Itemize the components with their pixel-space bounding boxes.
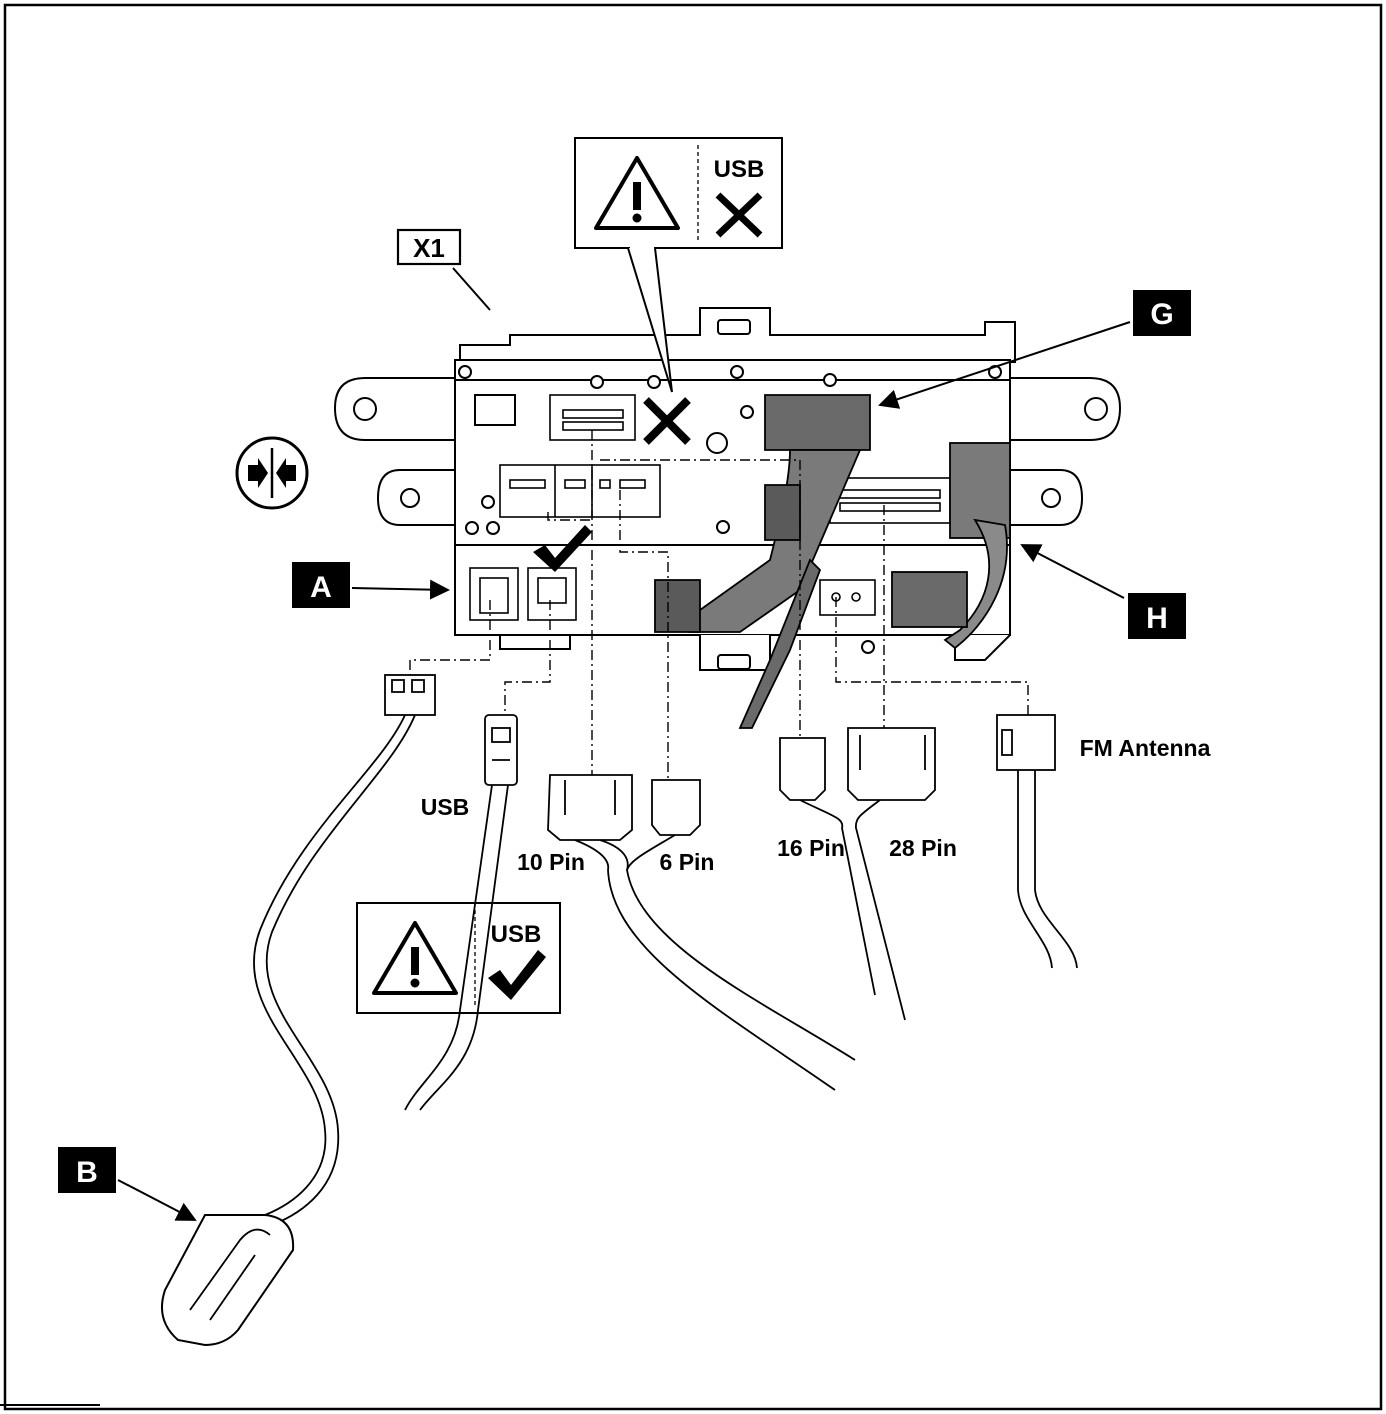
cross-icon bbox=[715, 192, 763, 238]
callout-h-label: H bbox=[1146, 602, 1168, 635]
warning-bottom-label: USB bbox=[491, 921, 542, 948]
check-icon bbox=[488, 950, 546, 1000]
connector-28pin-socket bbox=[829, 477, 951, 524]
connector-block-left bbox=[499, 464, 661, 518]
warning-triangle-icon bbox=[594, 156, 680, 230]
fm-plug bbox=[996, 714, 1056, 771]
callout-g-label: G bbox=[1150, 298, 1173, 331]
callout-g: G bbox=[878, 290, 1191, 409]
label-6-pin: 6 Pin bbox=[660, 849, 715, 875]
fm-socket bbox=[819, 579, 876, 616]
harness-16-28-pin bbox=[779, 727, 936, 1021]
warning-triangle-icon bbox=[372, 921, 458, 995]
plug-28pin bbox=[847, 727, 936, 801]
warning-top-label: USB bbox=[714, 156, 765, 183]
cross-icon bbox=[643, 397, 691, 445]
label-16-pin: 16 Pin bbox=[777, 835, 845, 861]
usb-cable bbox=[404, 714, 518, 1111]
fm-antenna-cable bbox=[996, 714, 1078, 969]
warning-box-bottom: USB bbox=[356, 902, 561, 1014]
callout-x1: X1 bbox=[396, 228, 491, 311]
screws bbox=[458, 365, 1002, 654]
label-fm-antenna: FM Antenna bbox=[1080, 735, 1211, 761]
callout-a: A bbox=[292, 562, 450, 608]
gps-puck bbox=[161, 1214, 295, 1347]
press-together-icon bbox=[235, 436, 309, 510]
usb-plug bbox=[484, 714, 518, 786]
label-10-pin: 10 Pin bbox=[517, 849, 585, 875]
callout-x1-label: X1 bbox=[413, 233, 445, 263]
warning-box-top: USB bbox=[574, 137, 783, 393]
plug-10pin bbox=[547, 774, 633, 841]
plug-16pin bbox=[779, 737, 826, 801]
callout-h: H bbox=[1020, 544, 1186, 639]
harness-10-6-pin bbox=[547, 774, 856, 1091]
corner-bar bbox=[0, 1404, 100, 1406]
label-28-pin: 28 Pin bbox=[889, 835, 957, 861]
harness-h bbox=[891, 442, 1011, 650]
callout-b: B bbox=[58, 1147, 197, 1221]
check-icon bbox=[533, 525, 592, 572]
connector-labels: USB 10 Pin 6 Pin 16 Pin 28 Pin FM Antenn… bbox=[421, 735, 1211, 875]
gps-antenna bbox=[161, 674, 436, 1347]
callout-a-label: A bbox=[310, 571, 332, 604]
callout-b-label: B bbox=[76, 1156, 98, 1189]
diagram-border bbox=[3, 3, 1383, 1411]
leader-lines bbox=[409, 430, 1029, 780]
plug-6pin bbox=[651, 779, 701, 836]
label-usb: USB bbox=[421, 794, 470, 820]
